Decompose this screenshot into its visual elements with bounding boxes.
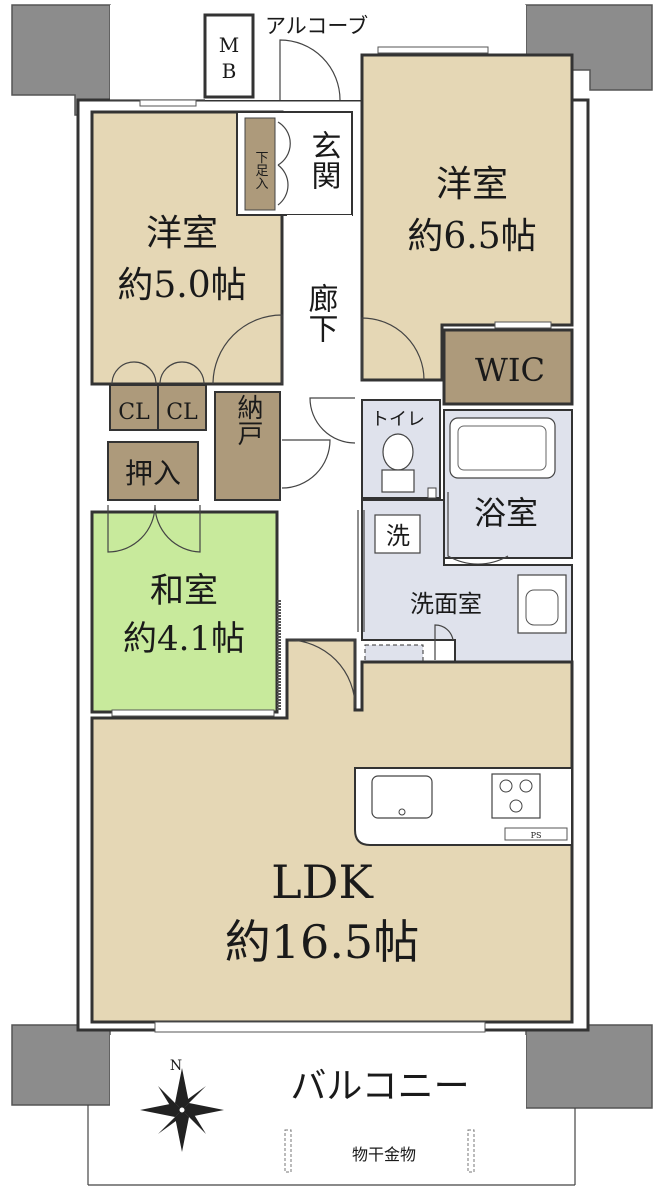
japanese-room-size: 約4.1帖 [123,619,245,659]
compass-rose-icon [140,1068,224,1152]
window-ldk [154,1021,486,1033]
ldk-name: LDK [271,855,374,909]
washroom-door-small [434,624,454,660]
toilet-bowl-icon [382,433,414,471]
door-western-room-2 [212,314,283,385]
nando [214,391,281,501]
mb-label-b: B [222,59,237,83]
oshiire-doors [107,504,201,553]
window-japanese [111,709,275,717]
burner-2-icon [519,779,533,793]
wic [442,328,574,406]
front-door [279,39,341,101]
western-room-1-name: 洋室 [436,164,508,205]
washroom-label: 洗面室 [410,590,482,618]
closet-1 [109,384,159,431]
closet-1-label: CL [118,400,150,425]
door-ldk [287,639,356,709]
shoe-box [244,117,276,211]
toilet-tank-icon [381,469,415,493]
drying-pole-left [284,1129,292,1173]
wash-basin-icon [517,574,567,634]
balcony-label: バルコニー [290,1066,469,1107]
drying-pole-right [467,1129,475,1173]
bathtub-inner [457,425,547,471]
compass-north-label: N [170,1058,182,1074]
stove-icon [491,773,541,819]
oshiire-label: 押入 [125,457,181,490]
burner-3-icon [509,799,523,813]
door-bath [447,492,509,565]
oshiire [107,441,199,501]
bath-label: 浴室 [474,494,538,532]
closet-2 [157,384,207,431]
shoe-box-label: 下足入 [253,151,269,190]
closet-2-label: CL [166,400,198,425]
kitchen-sink-icon [371,775,433,819]
kitchen-faucet-icon [398,808,406,816]
wash-basin-bowl [525,589,559,626]
washroom-sliding-door [357,510,365,632]
door-toilet [309,397,356,444]
door-nando [281,439,331,489]
western-room-1-size: 約6.5帖 [407,216,536,257]
nando-label: 納戸 [233,394,263,446]
door-western-room-1 [361,317,425,381]
toilet-paper-icon [427,487,437,499]
alcove-label: アルコーブ [265,14,368,38]
washer-label: 洗 [386,522,410,550]
western-room-2-size: 約5.0帖 [117,265,246,306]
mb-closet [203,13,255,99]
shoe-box-doors [277,121,291,206]
drying-hardware-label: 物干金物 [352,1145,416,1164]
window-western1 [377,46,489,54]
window-wic [494,321,552,329]
corridor-label: 廊下 [303,283,339,343]
mb-label-m: M [219,33,239,57]
closet-doors [111,361,205,385]
window-western2 [139,99,197,107]
western-room-2-name: 洋室 [146,213,218,254]
ps-kitchen-label: PS [531,831,542,840]
bathtub-icon [449,417,556,479]
washer-space [374,514,421,554]
entrance-label: 玄関 [306,130,341,190]
japanese-room-name: 和室 [150,571,218,611]
burner-1-icon [499,779,513,793]
ldk-size: 約16.5帖 [225,915,419,969]
column-bottom-right [525,1024,653,1109]
wic-label: WIC [475,351,545,389]
toilet-label: トイレ [371,409,425,430]
japanese-room [90,510,279,714]
column-bottom-left [11,1024,111,1106]
ps-kitchen-box [504,827,568,841]
